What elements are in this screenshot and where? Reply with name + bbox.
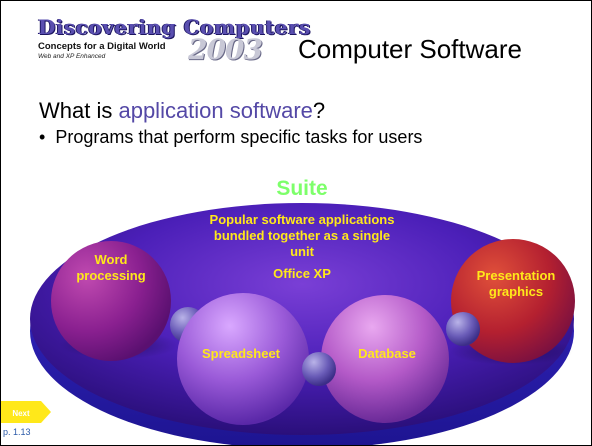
- database-bubble: [321, 295, 449, 423]
- presentation-graphics-line-2: graphics: [488, 284, 544, 299]
- logo-title: Discovering Computers: [38, 15, 311, 39]
- suite-description-line-1: Popular software applications: [209, 212, 395, 227]
- bullet-item: • Programs that perform specific tasks f…: [39, 127, 422, 148]
- suite-diagram: [30, 203, 575, 445]
- connector-right: [446, 312, 480, 346]
- discovering-computers-logo: Discovering Computers Concepts for a Dig…: [38, 15, 310, 79]
- office-xp-label: Office XP: [273, 266, 331, 281]
- database-label: Database: [358, 346, 416, 361]
- bullet-text: Programs that perform specific tasks for…: [55, 127, 423, 147]
- presentation-graphics-line-1: Presentation: [476, 268, 556, 283]
- page-reference: p. 1.13: [3, 427, 31, 437]
- question-prefix: What is: [39, 98, 119, 123]
- next-button[interactable]: Next p. 1.13: [1, 401, 71, 441]
- logo-year: 2003: [188, 33, 263, 66]
- logo-edition: Web and XP Enhanced: [38, 53, 106, 60]
- slide-title: Computer Software: [298, 34, 522, 64]
- spreadsheet-label: Spreadsheet: [201, 346, 281, 361]
- question-highlight: application software: [118, 98, 313, 123]
- word-processing-line-1: Word: [94, 252, 128, 267]
- word-processing-bubble: [51, 241, 171, 361]
- question-suffix: ?: [312, 98, 326, 123]
- connector-center: [302, 352, 336, 386]
- suite-description-line-3: unit: [290, 244, 314, 259]
- suite-description-line-2: bundled together as a single: [213, 228, 391, 243]
- question-text: What is application software?: [39, 98, 325, 124]
- next-label: Next: [12, 409, 30, 418]
- logo-subtitle: Concepts for a Digital World: [38, 41, 166, 52]
- presentation-graphics-bubble: [451, 239, 575, 363]
- suite-title: Suite: [276, 177, 328, 200]
- next-arrow-icon: [1, 401, 51, 423]
- word-processing-line-2: processing: [76, 268, 146, 283]
- bullet-icon: •: [39, 127, 56, 147]
- spreadsheet-bubble: [177, 293, 309, 425]
